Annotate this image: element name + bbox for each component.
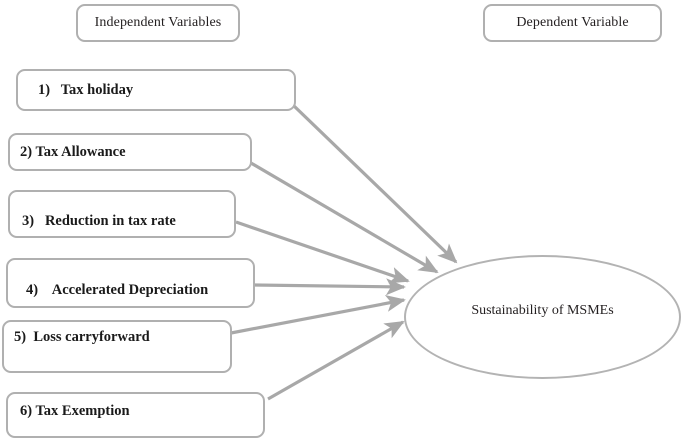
variable-label-loss-carryforward: 5) Loss carryforward — [14, 329, 150, 345]
arrow-loss-carryforward — [230, 295, 406, 335]
variable-box-tax-holiday[interactable]: 1) Tax holiday — [16, 69, 296, 111]
variable-box-tax-allowance[interactable]: 2) Tax Allowance — [8, 133, 252, 171]
header-independent-variables: Independent Variables — [76, 4, 240, 42]
arrow-reduction-in-tax-rate — [235, 220, 410, 284]
dependent-variable-ellipse[interactable]: Sustainability of MSMEs — [404, 255, 681, 379]
variable-box-loss-carryforward[interactable]: 5) Loss carryforward — [2, 320, 232, 373]
arrow-tax-exemption — [267, 320, 405, 401]
arrow-tax-holiday — [291, 103, 458, 264]
variable-box-accelerated-depreciation[interactable]: 4) Accelerated Depreciation — [6, 258, 255, 308]
header-dependent-variable-label: Dependent Variable — [516, 15, 629, 30]
header-dependent-variable: Dependent Variable — [483, 4, 662, 42]
variable-box-tax-exemption[interactable]: 6) Tax Exemption — [6, 392, 265, 438]
variable-label-tax-exemption: 6) Tax Exemption — [20, 403, 130, 419]
header-independent-variables-label: Independent Variables — [94, 15, 222, 30]
dependent-variable-label: Sustainability of MSMEs — [471, 303, 614, 318]
arrow-tax-allowance — [250, 161, 439, 274]
variable-box-reduction-in-tax-rate[interactable]: 3) Reduction in tax rate — [8, 190, 236, 238]
variable-label-tax-holiday: 1) Tax holiday — [38, 81, 134, 98]
variable-label-accelerated-depreciation: 4) Accelerated Depreciation — [26, 282, 209, 298]
arrow-accelerated-depreciation — [253, 278, 406, 296]
variable-label-tax-allowance: 2) Tax Allowance — [20, 143, 126, 160]
variable-label-reduction-in-tax-rate: 3) Reduction in tax rate — [22, 213, 176, 229]
